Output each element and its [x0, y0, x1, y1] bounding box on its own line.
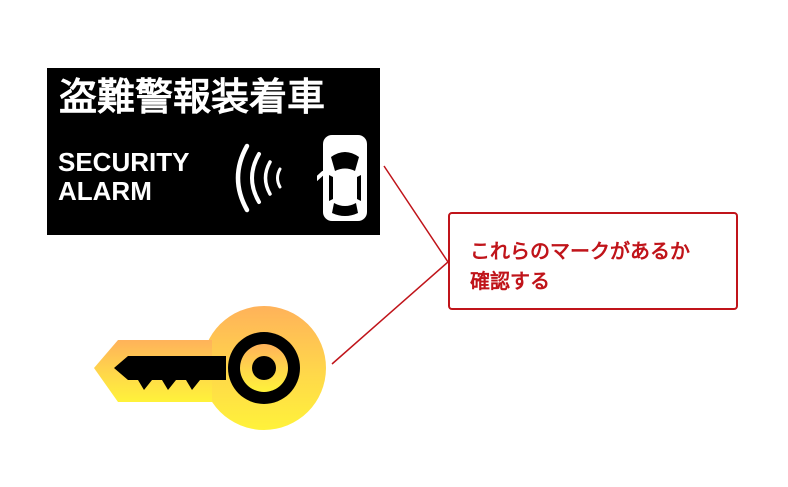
- sticker-english-label: SECURITY ALARM: [58, 148, 189, 206]
- callout-line-1: これらのマークがあるか: [470, 239, 690, 263]
- sticker-en-line-2: ALARM: [58, 176, 152, 206]
- signal-waves-icon: [235, 143, 282, 213]
- callout-line-2: 確認する: [470, 269, 550, 293]
- key-icon: [94, 306, 326, 430]
- instruction-callout: これらのマークがあるか 確認する: [448, 212, 738, 310]
- security-alarm-sticker: 盗難警報装着車 SECURITY ALARM: [47, 68, 380, 235]
- sticker-title: 盗難警報装着車: [59, 75, 326, 119]
- car-open-door-icon: [317, 135, 367, 221]
- sticker-en-line-1: SECURITY: [58, 147, 190, 177]
